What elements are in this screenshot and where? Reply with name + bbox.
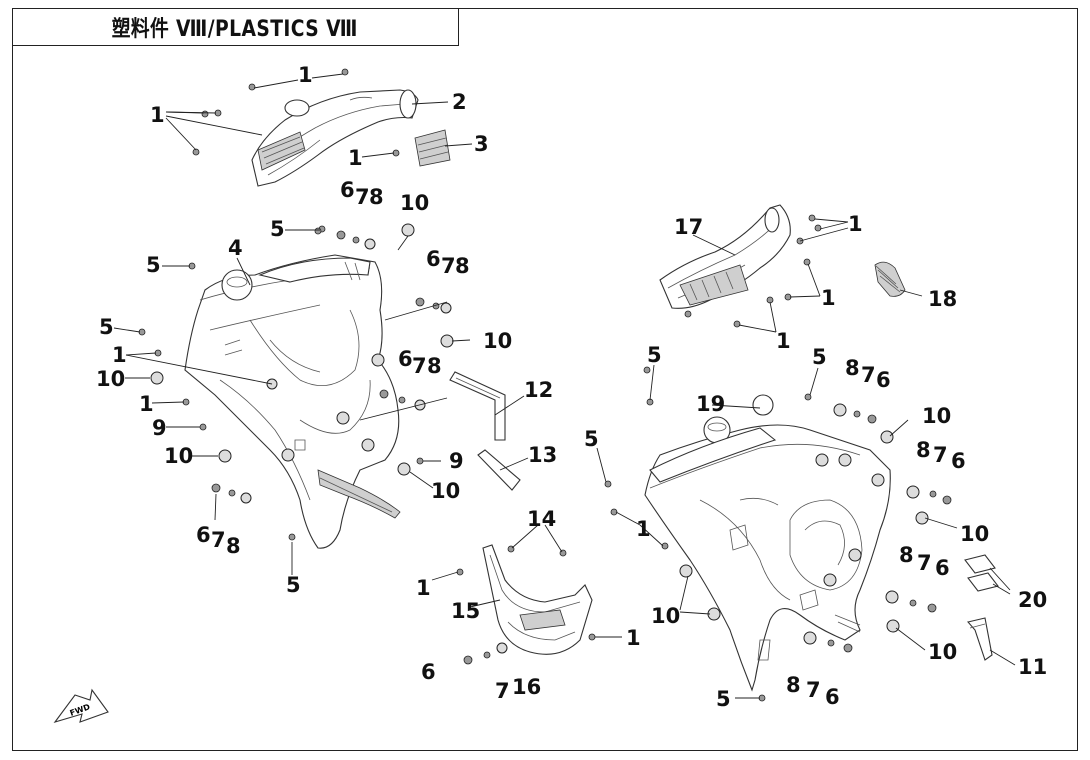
callout-4: 4 [228,236,243,260]
callout-7: 7 [861,363,876,387]
callout-6: 6 [951,449,966,473]
callout-3: 3 [474,132,489,156]
callout-5: 5 [286,573,301,597]
callout-12: 12 [524,378,553,402]
callout-19: 19 [696,392,725,416]
title-block: 塑料件 Ⅷ/PLASTICS Ⅷ [12,8,459,46]
callout-1: 1 [848,212,863,236]
callout-16: 16 [512,675,541,699]
part-15-lower-bracket [482,544,593,655]
callout-15: 15 [451,599,480,623]
callout-8: 8 [916,438,931,462]
callout-5: 5 [647,343,662,367]
callout-1: 1 [821,286,836,310]
callout-10: 10 [96,367,125,391]
callout-7: 7 [441,254,456,278]
callout-6: 6 [825,685,840,709]
callout-7: 7 [412,354,427,378]
callout-9: 9 [449,449,464,473]
callout-5: 5 [716,687,731,711]
callout-7: 7 [211,528,226,552]
callout-6: 6 [426,247,441,271]
callout-labels: 1 1 1 2 3 6 7 8 10 5 4 5 6 7 8 5 10 1 6 … [96,63,1047,711]
part-17-right-air-duct [659,204,791,309]
part-19-right-inner-panel [644,394,891,692]
part-4-left-inner-panel [184,254,401,549]
part-3-grille [414,129,451,167]
callout-7: 7 [355,185,370,209]
callout-1: 1 [112,343,127,367]
callout-6: 6 [876,368,891,392]
callout-10: 10 [922,404,951,428]
callout-1: 1 [150,103,165,127]
part-13-strip [477,449,521,491]
part-12-strip [449,371,506,441]
callout-8: 8 [786,673,801,697]
callout-17: 17 [674,215,703,239]
callout-10: 10 [960,522,989,546]
callout-6: 6 [340,178,355,202]
callout-11: 11 [1018,655,1047,679]
callout-1: 1 [636,517,651,541]
callout-6: 6 [421,660,436,684]
callout-6: 6 [935,556,950,580]
callout-8: 8 [427,354,442,378]
fasteners [138,68,952,702]
callout-7: 7 [806,678,821,702]
callout-5: 5 [584,427,599,451]
callout-13: 13 [528,443,557,467]
callout-10: 10 [651,604,680,628]
diagram-title: 塑料件 Ⅷ/PLASTICS Ⅷ [111,16,359,42]
callout-7: 7 [917,551,932,575]
callout-8: 8 [226,534,241,558]
callout-1: 1 [416,576,431,600]
callout-10: 10 [928,640,957,664]
callout-10: 10 [400,191,429,215]
fwd-arrow-icon: FWD [53,688,109,723]
callout-1: 1 [139,392,154,416]
part-18-grille [874,261,906,297]
callout-1: 1 [298,63,313,87]
callout-20: 20 [1018,588,1047,612]
callout-10: 10 [164,444,193,468]
callout-8: 8 [369,185,384,209]
callout-6: 6 [196,523,211,547]
part-2-air-duct [251,89,419,187]
callout-7: 7 [933,443,948,467]
callout-8: 8 [455,254,470,278]
leader-lines [113,73,1016,699]
callout-9: 9 [152,416,167,440]
part-20-pads [964,554,999,592]
callout-1: 1 [348,146,363,170]
callout-8: 8 [899,543,914,567]
callout-7: 7 [495,679,510,703]
callout-10: 10 [483,329,512,353]
callout-14: 14 [527,507,556,531]
callout-1: 1 [776,329,791,353]
callout-8: 8 [845,356,860,380]
callout-5: 5 [270,217,285,241]
part-11-clip [966,617,993,661]
callout-18: 18 [928,287,957,311]
callout-5: 5 [99,315,114,339]
callout-1: 1 [626,626,641,650]
callout-6: 6 [398,347,413,371]
callout-5: 5 [146,253,161,277]
callout-5: 5 [812,345,827,369]
callout-2: 2 [452,90,467,114]
drawing-frame [12,8,1078,751]
callout-10: 10 [431,479,460,503]
